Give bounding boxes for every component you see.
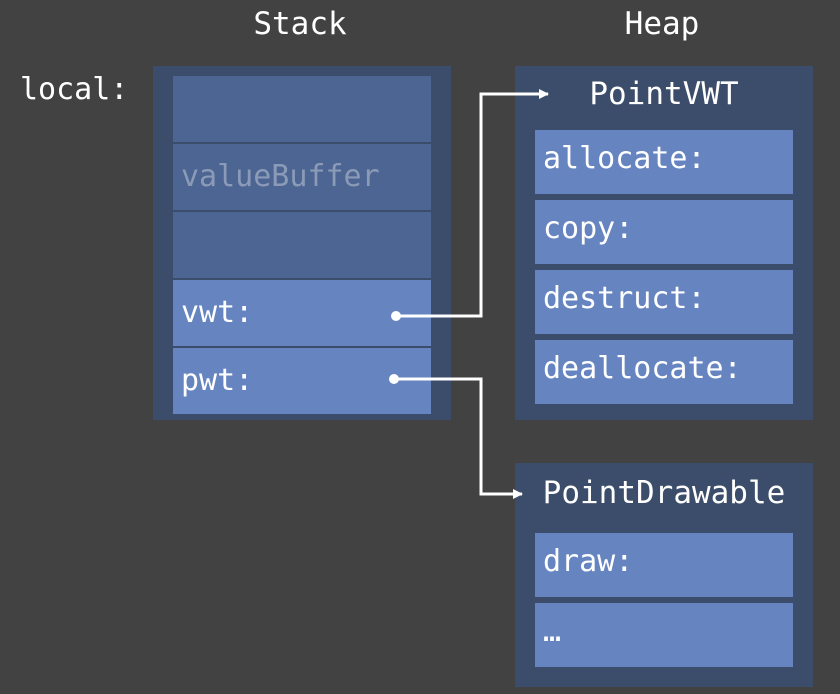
- vwt-pointer-line: [396, 89, 549, 318]
- pwt-entry-draw: draw:: [535, 533, 793, 597]
- vwt-entry-copy: copy:: [535, 200, 793, 264]
- point-drawable-panel: PointDrawable draw: …: [515, 463, 813, 687]
- stack-slot-empty-1: [173, 76, 431, 142]
- point-drawable-title: PointDrawable: [542, 475, 786, 511]
- pwt-pointer-arrow: [389, 374, 523, 499]
- pwt-pointer-line: [394, 377, 523, 499]
- point-vwt-panel: PointVWT allocate: copy: destruct: deall…: [515, 66, 813, 420]
- stack-slot-vwt: vwt:: [173, 280, 431, 346]
- local-label: local:: [20, 72, 129, 107]
- stack-slot-empty-2: [173, 212, 431, 278]
- vwt-entry-deallocate: deallocate:: [535, 340, 793, 404]
- stack-panel: valueBuffer vwt: pwt:: [153, 66, 451, 420]
- stack-heading: Stack: [253, 6, 347, 42]
- point-vwt-title: PointVWT: [589, 76, 739, 112]
- stack-slot-pwt: pwt:: [173, 348, 431, 414]
- vwt-entry-allocate: allocate:: [535, 130, 793, 194]
- pwt-entry-ellipsis: …: [535, 603, 793, 667]
- heap-heading: Heap: [624, 6, 700, 42]
- vwt-entry-destruct: destruct:: [535, 270, 793, 334]
- stack-slot-value-buffer: valueBuffer: [173, 144, 431, 210]
- vwt-pointer-arrow: [391, 89, 549, 321]
